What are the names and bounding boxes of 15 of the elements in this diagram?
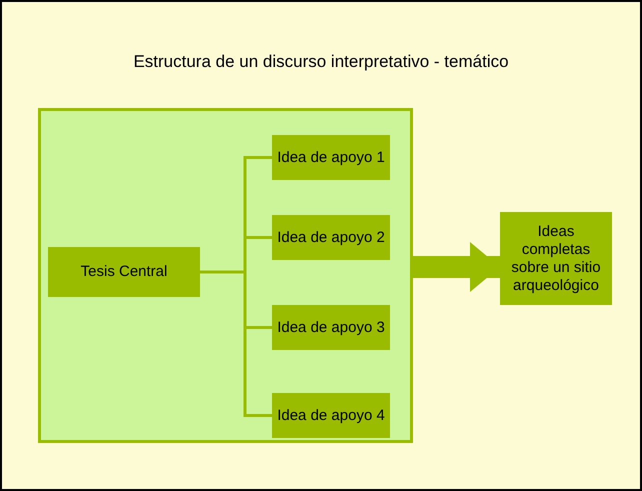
text-box	[48, 247, 200, 297]
node-label: Idea de apoyo 1	[276, 148, 386, 166]
text-box	[272, 305, 390, 350]
node-label: Idea de apoyo 2	[276, 228, 386, 246]
node-label: Ideas completas sobre un sitio arqueológico	[510, 222, 602, 294]
text-box	[272, 393, 390, 438]
title: Estructura de un discurso interpretativo - temático	[132, 52, 510, 72]
text-box	[272, 215, 390, 260]
group-panel	[38, 108, 413, 443]
text-box	[500, 212, 612, 305]
node-label: Tesis Central	[80, 263, 168, 281]
arrow	[413, 242, 500, 292]
node-label: Idea de apoyo 3	[276, 318, 386, 336]
text-box	[272, 135, 390, 180]
node-label: Idea de apoyo 4	[276, 406, 386, 424]
